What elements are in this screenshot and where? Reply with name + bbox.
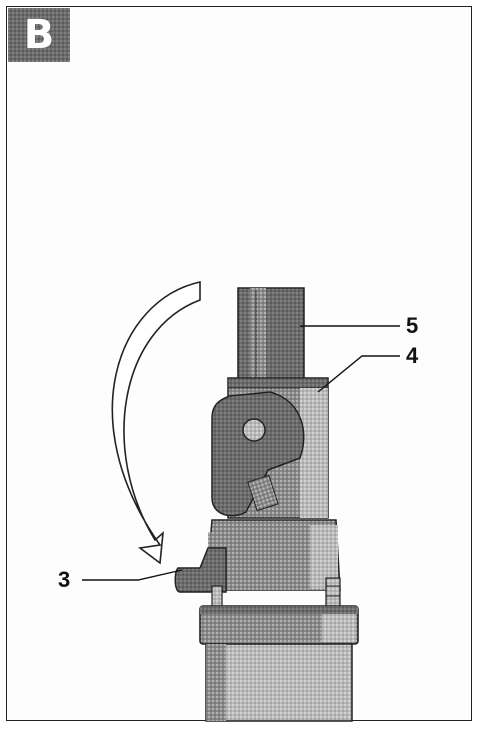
- leader-3: [82, 569, 183, 581]
- bit-shaft: [237, 287, 305, 381]
- callout-5: 5: [406, 313, 419, 338]
- callout-4: 4: [406, 343, 419, 368]
- screw-right: [325, 577, 341, 609]
- tool-housing: [205, 643, 353, 722]
- locking-lever: [211, 391, 305, 517]
- badge-background: [8, 8, 70, 62]
- badge-letter: B: [23, 12, 55, 58]
- figure-badge: B: [8, 8, 70, 62]
- rotation-arrow: [111, 281, 201, 565]
- screw-left: [211, 585, 223, 609]
- lever-pivot: [242, 418, 266, 442]
- leader-4: [317, 355, 400, 393]
- callout-3: 3: [58, 567, 71, 592]
